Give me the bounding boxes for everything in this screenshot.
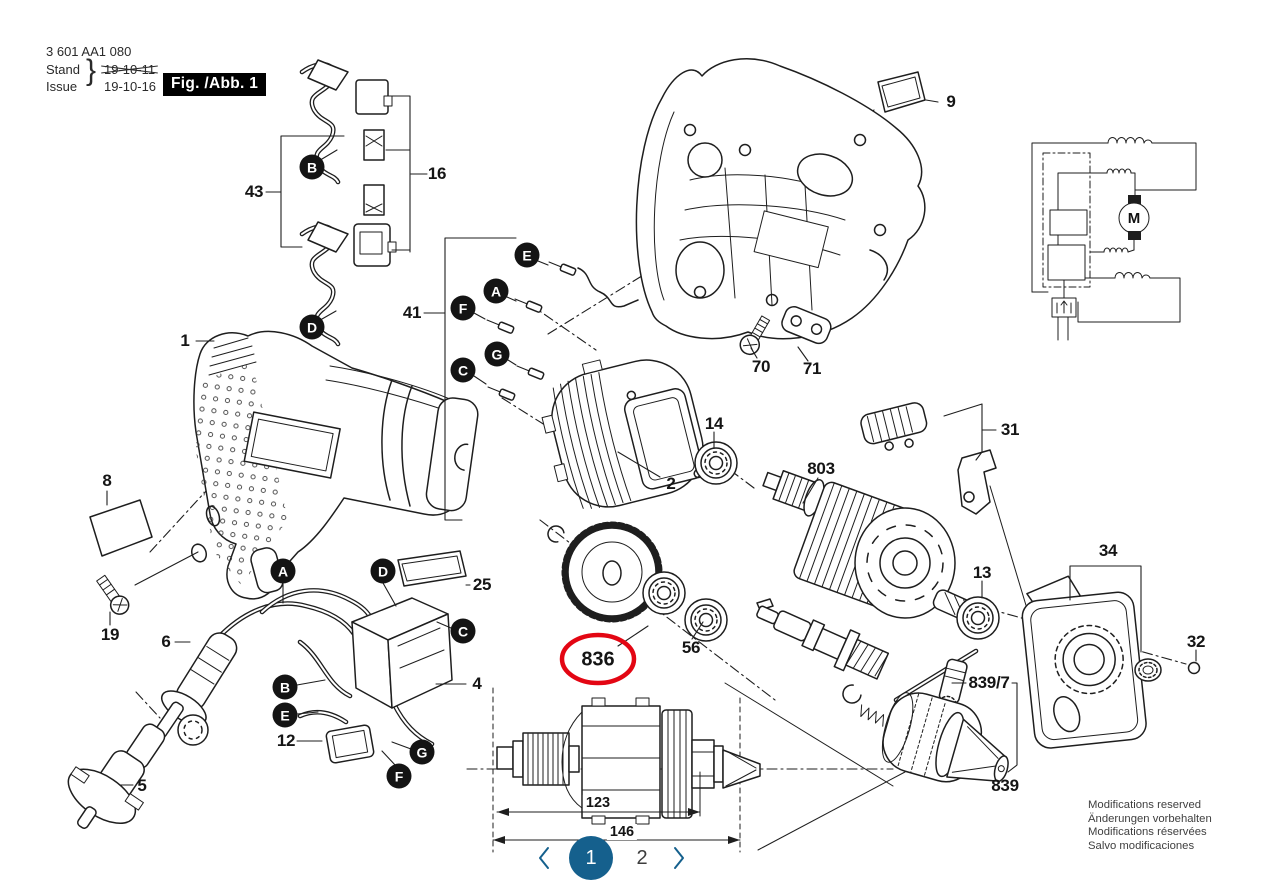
stand-label: Stand bbox=[46, 62, 80, 77]
highlight-ellipse-836 bbox=[559, 632, 637, 686]
armature-drawing bbox=[762, 469, 1000, 640]
circuit-diagram: M bbox=[1031, 137, 1197, 341]
terminal-pins-drawing bbox=[486, 261, 639, 401]
label-screw-drawing bbox=[89, 499, 199, 615]
plug-drawing bbox=[67, 701, 184, 829]
modification-note-line: Salvo modificaciones bbox=[1088, 839, 1195, 852]
svg-text:M: M bbox=[1128, 210, 1141, 227]
nameplate-9-drawing bbox=[877, 71, 926, 113]
housing-half-drawing bbox=[635, 58, 926, 340]
gear-housing-drawing bbox=[1021, 575, 1201, 749]
page-button-2[interactable]: 2 bbox=[636, 846, 648, 869]
next-page-button[interactable] bbox=[671, 845, 687, 871]
small-parts-drawing bbox=[739, 305, 997, 515]
stand-date: 19-10-11 bbox=[104, 62, 156, 77]
gear-group-drawing bbox=[547, 521, 890, 727]
modification-note-line: Modifications reserved bbox=[1088, 799, 1202, 811]
brace-glyph: } bbox=[86, 54, 97, 87]
chuck-drawing bbox=[881, 648, 1009, 783]
leader-lines bbox=[106, 95, 1197, 786]
modification-note-line: Modifications réservées bbox=[1088, 826, 1207, 839]
issue-date: 19-10-16 bbox=[104, 79, 157, 94]
stator-drawing bbox=[541, 359, 738, 509]
figure-label: Fig. /Abb. 1 bbox=[163, 73, 267, 96]
modification-note-line: Änderungen vorbehalten bbox=[1088, 812, 1212, 825]
document-part-number: 3 601 AA1 080 bbox=[46, 44, 132, 59]
drill-body-drawing bbox=[190, 330, 479, 600]
prev-page-button[interactable] bbox=[536, 845, 552, 871]
brush-cable-group-drawing bbox=[299, 59, 397, 347]
page-button-1-current[interactable]: 1 bbox=[569, 836, 613, 880]
issue-label: Issue bbox=[46, 79, 78, 94]
armature-inset-drawing bbox=[466, 687, 894, 853]
